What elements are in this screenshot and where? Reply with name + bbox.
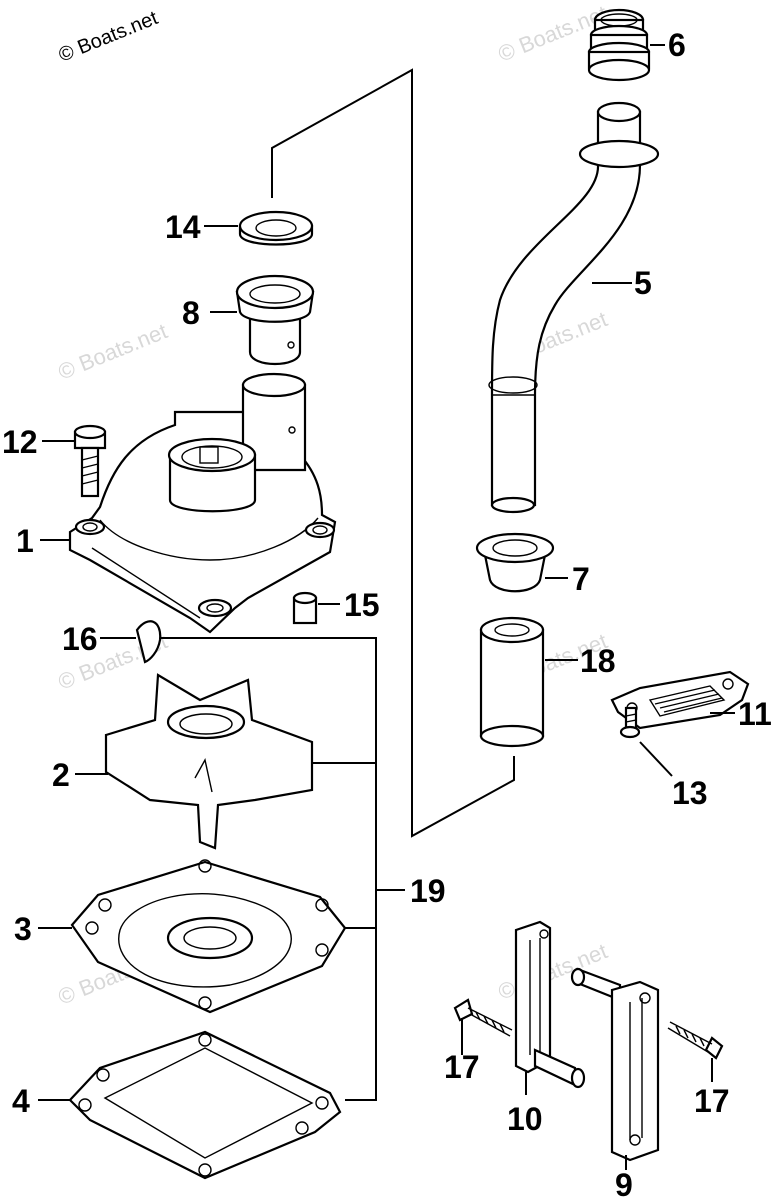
sleeve-part-18 [479, 616, 545, 748]
leader-lines [38, 44, 735, 1170]
grid-plate-part-10 [514, 920, 586, 1089]
callout-15: 15 [344, 587, 380, 623]
screw-part-13 [619, 706, 641, 739]
grommet-part-6 [587, 8, 651, 82]
seal-part-7 [475, 532, 555, 593]
grid-plate-part-9 [570, 967, 660, 1162]
callout-10: 10 [507, 1101, 543, 1137]
water-tube-part-5 [488, 101, 660, 514]
callout-9: 9 [615, 1167, 633, 1200]
callout-13: 13 [672, 775, 708, 811]
callout-numbers: 6 5 7 18 11 13 14 8 12 1 15 16 2 19 3 4 … [2, 27, 772, 1200]
callout-11: 11 [738, 696, 772, 732]
kit-connector-line [271, 68, 515, 838]
screw-part-17-left [453, 998, 513, 1037]
bushing-part-8 [235, 274, 315, 366]
callout-14: 14 [165, 209, 201, 245]
impeller-part-2 [104, 673, 314, 850]
callout-17-left: 17 [444, 1049, 480, 1085]
callout-8: 8 [182, 295, 200, 331]
callout-16: 16 [62, 621, 98, 657]
washer-part-14 [238, 210, 314, 246]
watermark-faint: © Boats.net [55, 318, 171, 384]
bracket-lines [158, 68, 515, 1101]
callout-1: 1 [16, 523, 34, 559]
kit-19-bracket [158, 637, 377, 1101]
key-part-16 [135, 620, 162, 664]
screw-part-17-right [667, 1021, 724, 1060]
callout-4: 4 [12, 1083, 30, 1119]
watermark-top-left: © Boats.net [56, 7, 162, 67]
bolt-part-12 [73, 424, 107, 498]
callout-2: 2 [52, 757, 70, 793]
callout-19: 19 [410, 873, 446, 909]
watermark-faint: © Boats.net [495, 938, 611, 1004]
callout-7: 7 [572, 561, 590, 597]
callout-18: 18 [580, 643, 616, 679]
callout-5: 5 [634, 265, 652, 301]
plate-part-3 [70, 859, 347, 1014]
callout-6: 6 [668, 27, 686, 63]
pin-part-15 [292, 591, 318, 625]
gasket-part-4 [68, 1030, 342, 1180]
callout-3: 3 [14, 911, 32, 947]
callout-17-right: 17 [694, 1083, 730, 1119]
pump-housing-part-1 [68, 372, 337, 634]
callout-12: 12 [2, 424, 38, 460]
